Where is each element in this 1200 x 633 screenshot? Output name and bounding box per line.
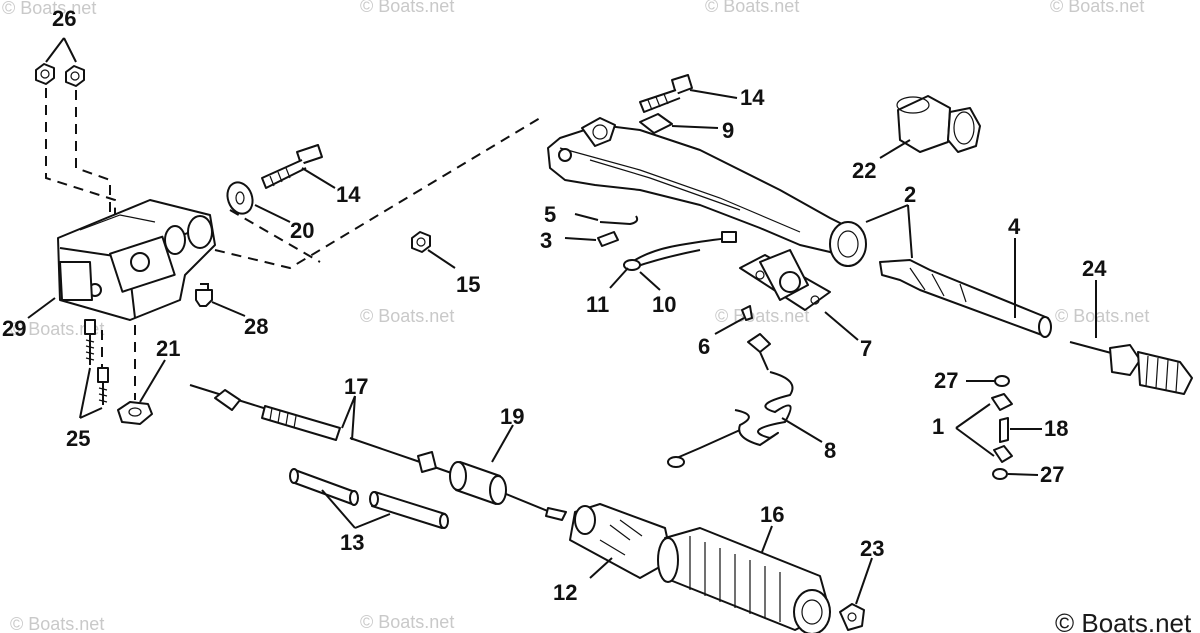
callout-21: 21 — [156, 336, 180, 361]
callout-29: 29 — [2, 316, 26, 341]
sleeve-19 — [449, 461, 567, 521]
watermark-text: © Boats.net — [360, 612, 454, 632]
callout-28: 28 — [244, 314, 268, 339]
callout-7: 7 — [860, 336, 872, 361]
callout-4: 4 — [1008, 214, 1021, 239]
watermark-text: © Boats.net — [2, 0, 96, 18]
throttle-grip-12 — [569, 503, 673, 579]
callout-10: 10 — [652, 292, 676, 317]
callout-8: 8 — [824, 438, 836, 463]
bracket-assembly — [57, 199, 216, 321]
leader-lines — [27, 37, 1097, 605]
callout-15: 15 — [456, 272, 480, 297]
callout-20: 20 — [290, 218, 314, 243]
watermark-text: © Boats.net — [10, 614, 104, 633]
tiller-arm — [547, 117, 867, 267]
stop-wire — [623, 231, 737, 271]
cap-23 — [839, 603, 865, 631]
callout-3: 3 — [540, 228, 552, 253]
callout-1: 1 — [932, 414, 944, 439]
callout-27: 27 — [1040, 462, 1064, 487]
pin-3 — [597, 231, 619, 247]
stop-switch-7 — [739, 249, 831, 311]
watermark-text: © Boats.net — [10, 319, 104, 339]
callout-26: 26 — [52, 6, 76, 31]
throttle-shaft-4 — [879, 259, 1052, 338]
watermark-text: © Boats.net — [705, 0, 799, 16]
watermark-text: © Boats.net — [1050, 0, 1144, 16]
callout-22: 22 — [852, 158, 876, 183]
callout-6: 6 — [698, 334, 710, 359]
callout-18: 18 — [1044, 416, 1068, 441]
screws — [84, 319, 109, 405]
bolt-14-upper — [639, 74, 693, 113]
bolt-14-left — [226, 144, 323, 215]
callout-11: 11 — [586, 292, 609, 317]
watermark-text: © Boats.net — [360, 306, 454, 326]
detent-parts — [991, 375, 1013, 480]
nut-15 — [411, 231, 431, 253]
tubes-13 — [289, 468, 449, 529]
callout-25: 25 — [66, 426, 90, 451]
callout-labels: 26 14 20 15 29 28 21 25 14 9 22 2 4 24 5… — [2, 6, 1107, 605]
screw-6 — [741, 305, 753, 321]
callout-5: 5 — [544, 202, 556, 227]
watermark-text: © Boats.net — [360, 0, 454, 16]
plate-9 — [639, 113, 673, 134]
lanyard-8 — [667, 333, 794, 468]
callout-17: 17 — [344, 374, 368, 399]
callout-9: 9 — [722, 118, 734, 143]
watermark-text: © Boats.net — [715, 306, 809, 326]
grip-insert-22 — [896, 95, 981, 153]
watermark-text: © Boats.net — [1055, 306, 1149, 326]
callout-14: 14 — [336, 182, 361, 207]
callout-16: 16 — [760, 502, 784, 527]
copyright-watermark: © Boats.net — [1055, 608, 1192, 633]
lock-nuts — [35, 63, 85, 87]
fitting-28 — [195, 283, 213, 307]
callout-19: 19 — [500, 404, 524, 429]
callout-13: 13 — [340, 530, 364, 555]
spring-clip-5 — [599, 215, 639, 226]
callout-2: 2 — [904, 182, 916, 207]
callout-27: 27 — [934, 368, 958, 393]
callout-14: 14 — [740, 85, 765, 110]
throttle-knob-24 — [1069, 341, 1193, 395]
callout-23: 23 — [860, 536, 884, 561]
grip-cover-16 — [657, 527, 831, 633]
nut-21 — [117, 401, 153, 425]
throttle-cable-17 — [189, 384, 461, 477]
callout-24: 24 — [1082, 256, 1107, 281]
callout-12: 12 — [553, 580, 577, 605]
